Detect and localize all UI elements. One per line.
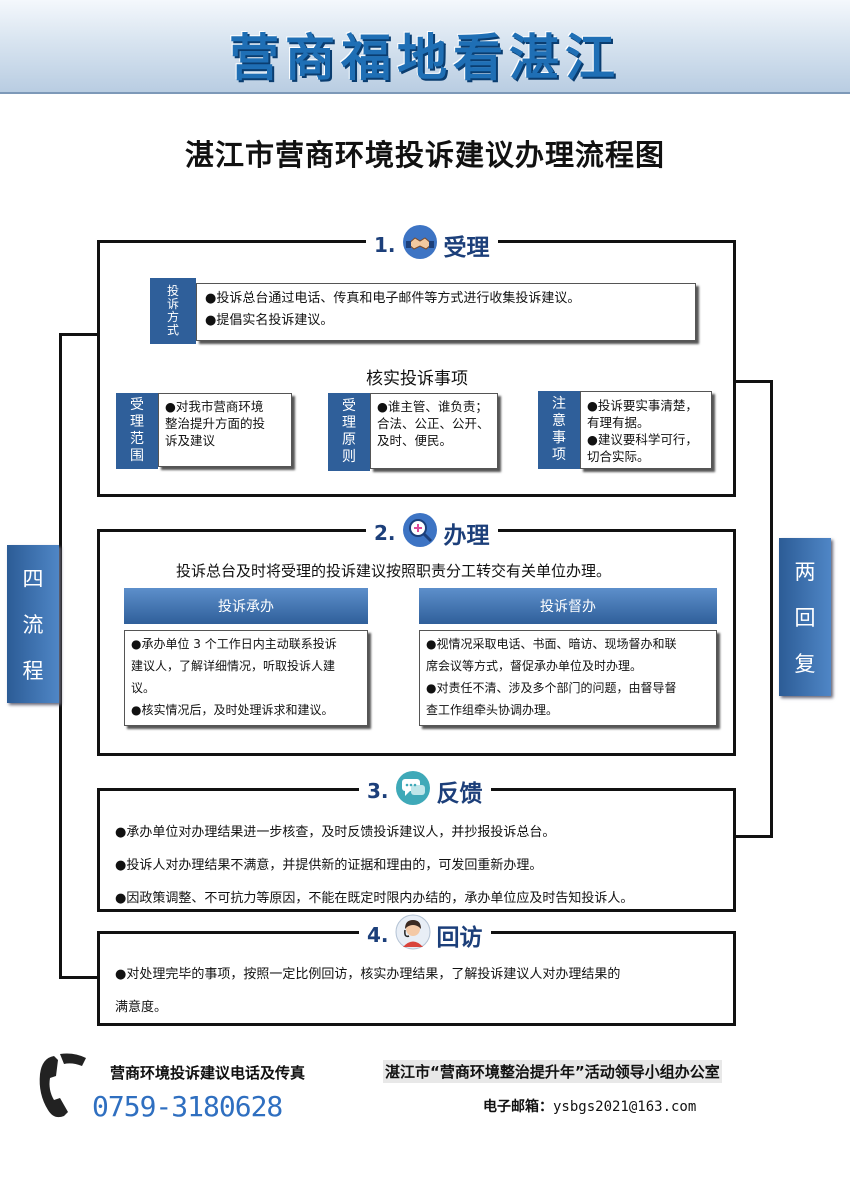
step-title-accept: 1. 受理 (366, 224, 498, 266)
header-banner: 营商福地看湛江 (0, 0, 850, 94)
right-connector-bottom (733, 835, 773, 838)
notes-box: ●投诉要实事清楚， 有理有据。 ●建议要科学可行， 切合实际。 (580, 391, 712, 469)
telephone-icon (34, 1052, 90, 1126)
principle-label: 受 理 原 则 (328, 393, 370, 471)
step-label: 受理 (443, 235, 490, 261)
verify-heading: 核实投诉事项 (366, 369, 468, 389)
scope-label: 受 理 范 围 (116, 393, 158, 469)
step-number: 4. (367, 923, 389, 947)
step-number: 1. (374, 233, 396, 257)
step-title-feedback: 3. 反馈 (359, 770, 491, 812)
chat-bubble-icon (395, 770, 431, 812)
method-label: 投 诉 方 式 (150, 278, 196, 344)
office-name: 湛江市“营商环境整治提升年”活动领导小组办公室 (383, 1060, 722, 1083)
supervise-head: 投诉督办 (419, 588, 717, 624)
handle-head: 投诉承办 (124, 588, 368, 624)
right-connector-top (733, 380, 773, 383)
email-label: 电子邮箱： (483, 1099, 553, 1115)
supervise-box: ●视情况采取电话、书面、暗访、现场督办和联 席会议等方式，督促承办单位及时办理。… (419, 630, 717, 726)
banner-title: 营商福地看湛江 (229, 28, 621, 87)
left-connector-vertical (59, 333, 62, 979)
feedback-text: ●承办单位对办理结果进一步核查，及时反馈投诉建议人，并抄报投诉总台。 ●投诉人对… (115, 825, 634, 906)
side-label-char: 四 (22, 567, 44, 591)
step-title-revisit: 4. 回访 (359, 914, 491, 956)
side-label-char: 复 (794, 652, 816, 676)
step-number: 2. (374, 521, 396, 545)
magnifier-icon (402, 512, 438, 554)
right-connector-vertical (770, 380, 773, 838)
side-label-two-replies: 两 回 复 (779, 538, 831, 696)
left-connector-top (59, 333, 99, 336)
side-label-char: 程 (22, 659, 44, 683)
notes-label: 注 意 事 项 (538, 391, 580, 469)
step-number: 3. (367, 779, 389, 803)
step-label: 办理 (443, 523, 490, 549)
side-label-char: 回 (794, 606, 816, 630)
scope-box: ●对我市营商环境 整治提升方面的投 诉及建议 (158, 393, 292, 467)
side-label-char: 两 (794, 560, 816, 584)
step-title-process: 2. 办理 (366, 512, 498, 554)
handle-box: ●承办单位 3 个工作日内主动联系投诉 建议人，了解详细情况，听取投诉人建 议。… (124, 630, 368, 726)
left-connector-bottom (59, 976, 99, 979)
revisit-text: ●对处理完毕的事项，按照一定比例回访，核实办理结果，了解投诉建议人对办理结果的 … (115, 967, 621, 1015)
method-line: ●提倡实名投诉建议。 (205, 313, 334, 328)
process-intro: 投诉总台及时将受理的投诉建议按照职责分工转交有关单位办理。 (176, 562, 612, 580)
step-label: 反馈 (436, 781, 483, 807)
step-label: 回访 (436, 925, 483, 951)
email-row: 电子邮箱：ysbgs2021@163.com (483, 1096, 696, 1116)
handshake-icon (402, 224, 438, 266)
side-label-char: 流 (22, 613, 44, 637)
operator-icon (395, 914, 431, 956)
hotline-label: 营商环境投诉建议电话及传真 (110, 1064, 306, 1082)
email-address[interactable]: ysbgs2021@163.com (553, 1099, 697, 1115)
phone-number[interactable]: 0759-3180628 (92, 1090, 283, 1123)
page-title: 湛江市营商环境投诉建议办理流程图 (184, 138, 665, 172)
principle-box: ●谁主管、谁负责； 合法、公正、公开、 及时、便民。 (370, 393, 498, 469)
side-label-four-processes: 四 流 程 (7, 545, 59, 703)
method-box: ●投诉总台通过电话、传真和电子邮件等方式进行收集投诉建议。 ●提倡实名投诉建议。 (196, 283, 696, 341)
method-line: ●投诉总台通过电话、传真和电子邮件等方式进行收集投诉建议。 (205, 291, 581, 306)
